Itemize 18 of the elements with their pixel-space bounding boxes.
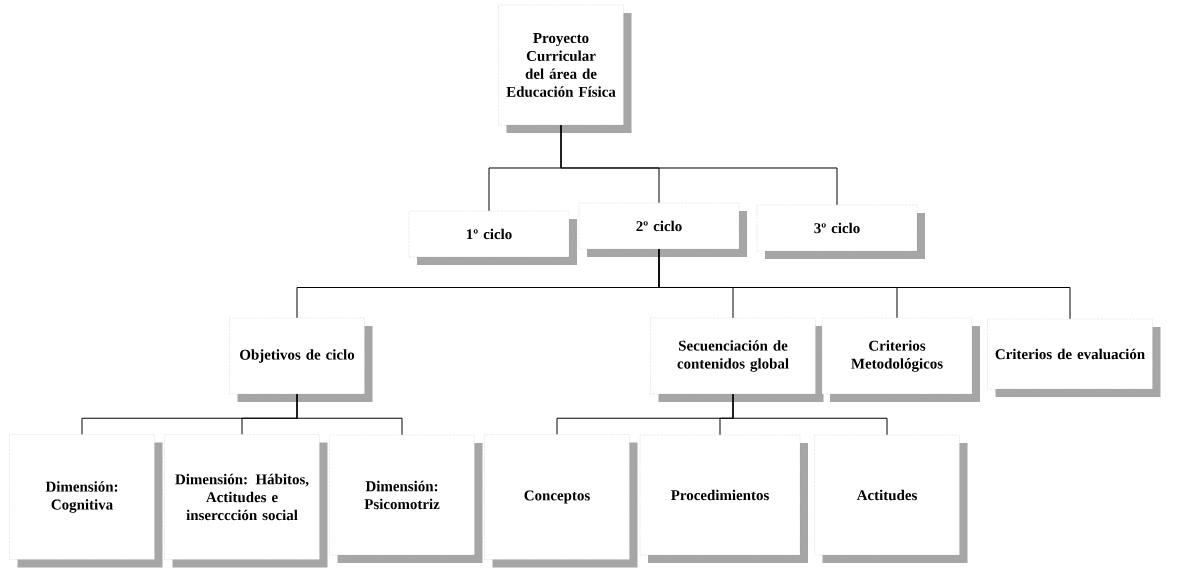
process-box: Conceptos (484, 434, 638, 568)
process-box: Actitudes (814, 434, 968, 563)
process-box: 3º ciclo (756, 204, 925, 259)
process-box: Dimensión: Hábitos, Actitudes e inserccción social (164, 434, 328, 568)
connector-line (732, 393, 888, 436)
connector-line (296, 393, 403, 436)
process-box: Procedimientos (639, 434, 808, 563)
process-box: Secuenciación de contenidos global (650, 317, 824, 402)
process-box: Proyecto Curricular del área de Educación Física (498, 4, 632, 133)
process-box: Criterios Metodológicos (821, 317, 980, 402)
process-box: Dimensión: Cognitiva (9, 434, 163, 568)
process-box: Dimensión: Psicomotriz (329, 434, 483, 563)
connector-line (560, 124, 838, 206)
process-box: Objetivos de ciclo (229, 317, 373, 402)
process-box: 1º ciclo (408, 210, 577, 265)
process-box: Criterios de evaluación (987, 318, 1161, 397)
process-box: 2º ciclo (578, 202, 747, 257)
connector-line (658, 248, 1071, 320)
